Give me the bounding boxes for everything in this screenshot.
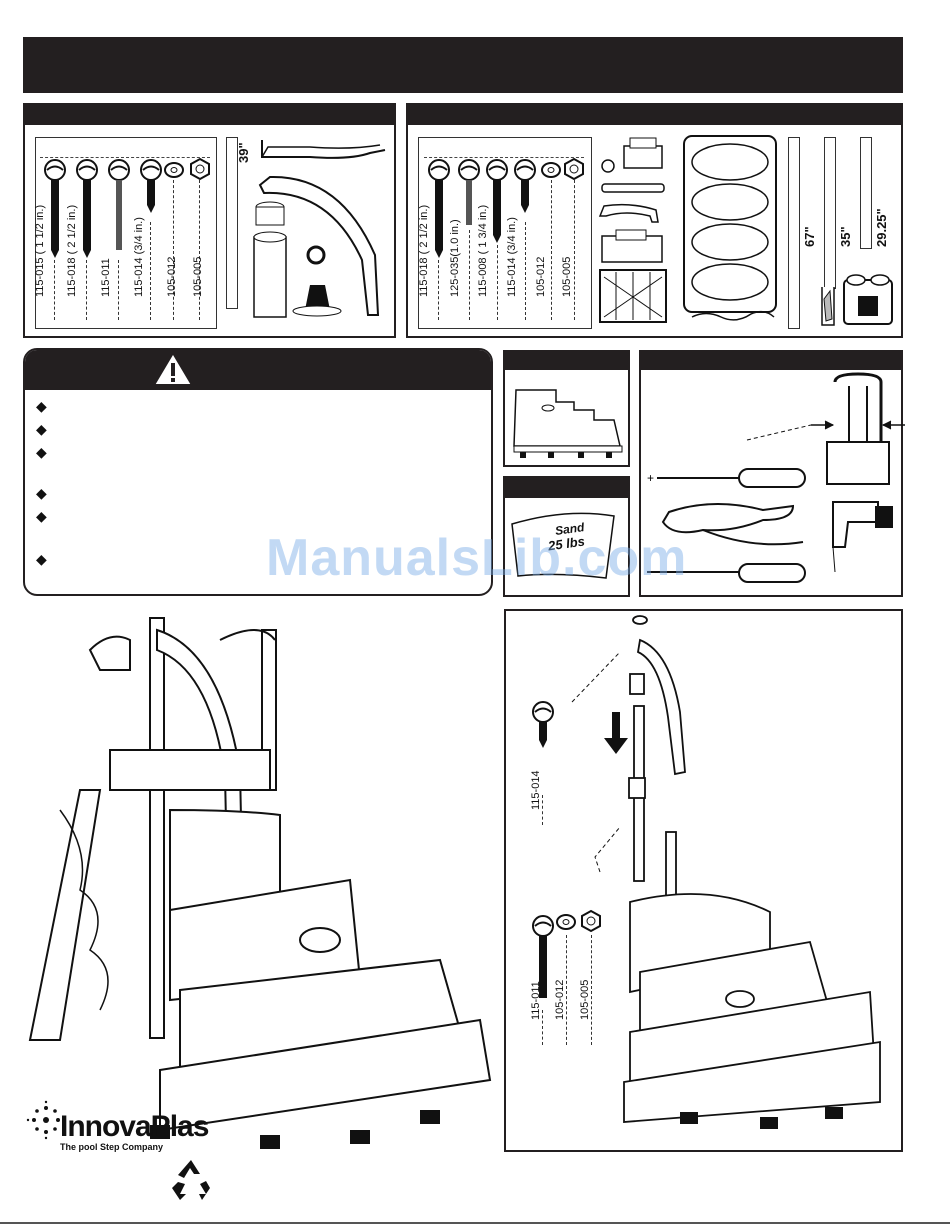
part-label: 115-018 ( 2 1/2 in.): [418, 204, 430, 297]
part-label: 115-014 (3/4 in.): [133, 217, 145, 297]
screw-short-icon: [514, 159, 536, 213]
nut-icon: [581, 909, 601, 933]
brand-name: InnovaPlas: [60, 1110, 209, 1143]
screw-long-icon: [428, 159, 450, 258]
parts-panel-left-header: [25, 105, 394, 125]
diamond-bullet-icon: ◆: [36, 551, 47, 567]
brand-starburst-icon: [26, 1100, 66, 1140]
washer-icon: [541, 162, 561, 178]
part-label: 115-018 ( 2 1/2 in.): [66, 204, 78, 297]
part-label: 105-005: [192, 256, 204, 297]
guide-line: [150, 222, 151, 320]
diamond-bullet-icon: ◆: [36, 508, 47, 524]
guide-line: [173, 180, 174, 320]
bolt-icon: [108, 159, 130, 250]
part-label: 105-012: [166, 256, 178, 297]
warning-header: [25, 350, 491, 390]
screw-short-icon: [140, 159, 162, 213]
ladder-parts-drawing: [598, 135, 777, 323]
diamond-bullet-icon: ◆: [36, 421, 47, 437]
part-label: 115-011: [100, 258, 112, 297]
guide-line: [591, 935, 592, 1045]
nut-icon: [564, 157, 584, 181]
tools-header: [641, 352, 901, 370]
recycle-icon: [172, 1160, 210, 1200]
screw-115-014-icon: [532, 701, 554, 748]
guide-line: [542, 795, 543, 825]
guide-line: [525, 222, 526, 320]
washer-icon: [164, 162, 184, 178]
sand-header: [505, 478, 628, 498]
guide-line: [542, 1010, 543, 1045]
steps-box-header: [505, 352, 628, 370]
svg-text:+: +: [647, 471, 654, 485]
brand-tagline: The pool Step Company: [60, 1142, 164, 1152]
down-arrow-icon: [604, 712, 628, 754]
part-label: 115-008 ( 1 3/4 in.): [477, 204, 489, 297]
hardware-box-left: [35, 137, 217, 329]
bolt-115-011-icon: [532, 915, 554, 998]
guide-line: [551, 180, 552, 320]
assembly-label: 115-011: [530, 981, 542, 1020]
post-foot-drawing: [821, 287, 835, 326]
guide-line: [438, 260, 439, 320]
guide-line: [54, 260, 55, 320]
assembly-label: 115-014: [530, 770, 542, 810]
post-29-25: [860, 137, 872, 249]
diamond-bullet-icon: ◆: [36, 444, 47, 460]
sand-bag-drawing: [511, 512, 615, 579]
screw-medium-icon: [458, 159, 480, 225]
part-label: 115-014 (3/4 in.): [506, 217, 518, 297]
step-unit-drawing: [513, 389, 623, 458]
assembly-label: 105-005: [579, 979, 591, 1020]
dimension-label: 35": [838, 226, 853, 247]
post-67: [788, 137, 800, 329]
steps-box-panel: [503, 350, 630, 467]
part-label: 105-012: [535, 256, 547, 297]
guide-line: [118, 260, 119, 320]
screw-long-icon: [44, 159, 66, 258]
title-bar: [23, 37, 903, 93]
part-label: 115-015 ( 1 1/2 in.): [34, 204, 46, 297]
guide-line: [86, 260, 87, 320]
guide-line: [469, 230, 470, 320]
tools-drawing: +: [647, 372, 905, 583]
tools-panel: [639, 350, 903, 597]
parts-panel-left: [23, 103, 396, 338]
diamond-bullet-icon: ◆: [36, 485, 47, 501]
parts-panel-right-header: [408, 105, 901, 125]
guide-line: [40, 157, 210, 158]
assembled-steps-drawing: [28, 617, 492, 1149]
guide-line: [424, 157, 584, 158]
washer-icon: [556, 914, 576, 930]
assembly-label: 105-012: [554, 979, 566, 1020]
guide-line: [497, 245, 498, 320]
warning-triangle-icon: [152, 351, 194, 386]
part-label: 105-005: [561, 256, 573, 297]
dimension-label: 39": [236, 142, 251, 163]
sand-panel: [503, 476, 630, 597]
guide-line: [566, 935, 567, 1045]
warning-panel: [23, 348, 493, 596]
dimension-label: 67": [802, 226, 817, 247]
guide-line: [574, 180, 575, 320]
screw-medium-icon: [486, 159, 508, 243]
bottom-rule: [0, 1222, 950, 1224]
dimension-label: 29.25": [874, 208, 889, 247]
guide-line: [199, 180, 200, 320]
handrail-parts-drawing: [253, 140, 386, 318]
part-label: 125-035(1.0 in.): [449, 219, 461, 297]
watermark: ManualsLib.com: [266, 529, 688, 587]
nut-icon: [190, 157, 210, 181]
base-block-drawing: [843, 274, 893, 325]
parts-panel-right: [406, 103, 903, 338]
screw-medium-icon: [76, 159, 98, 258]
handrail-assembly-drawing: [571, 615, 881, 1129]
post-35: [824, 137, 836, 289]
post-39: [226, 137, 238, 309]
assembly-panel: [504, 609, 903, 1152]
hardware-box-right: [418, 137, 592, 329]
diamond-bullet-icon: ◆: [36, 398, 47, 414]
